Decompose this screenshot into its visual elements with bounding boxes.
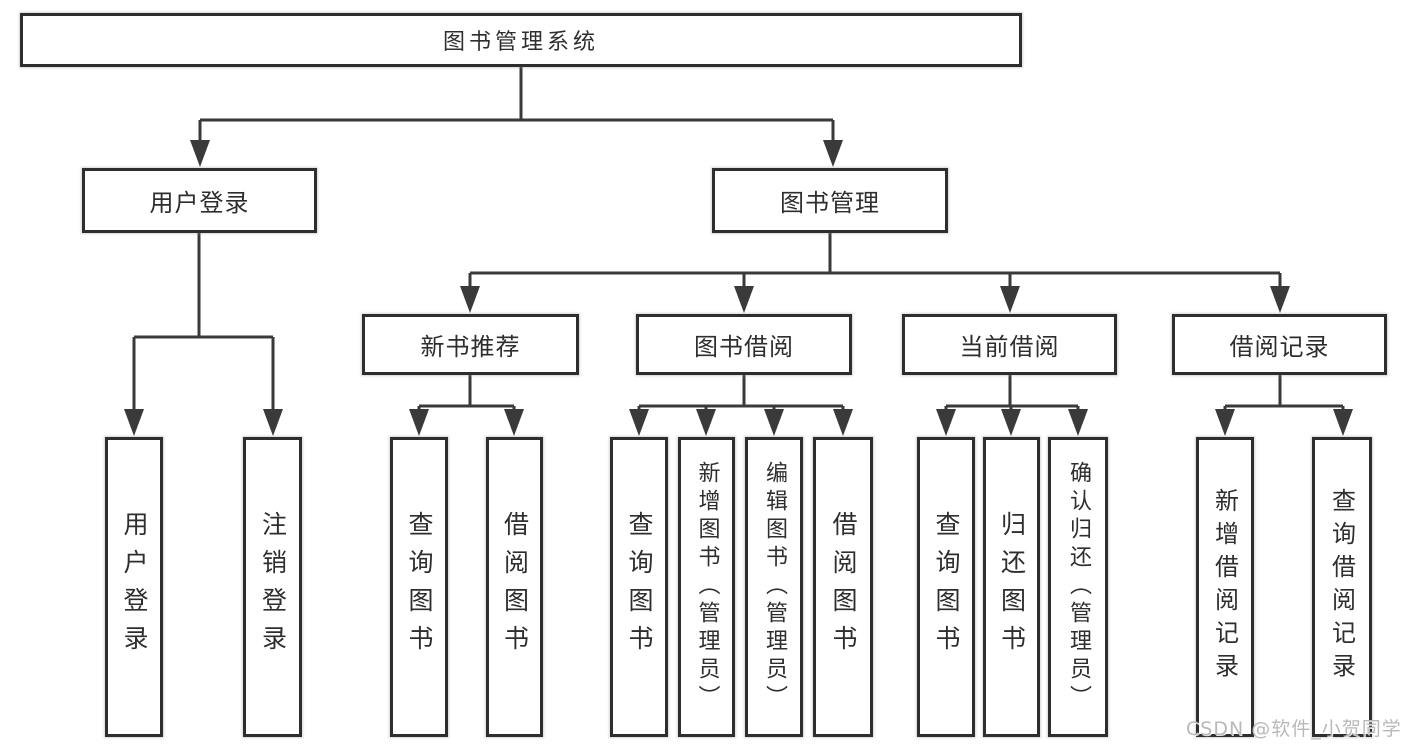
node-borrowing-records: 借阅记录 (1172, 314, 1387, 375)
leaf-borrow-books-borrowing: 借阅图书 (813, 437, 873, 737)
leaf-return-books: 归还图书 (983, 437, 1040, 737)
leaf-query-borrow-record-label: 查询借阅记录 (1327, 488, 1356, 686)
leaf-confirm-return-admin: 确认归还（管理员） (1048, 437, 1108, 737)
arrowheads (124, 140, 1353, 436)
leaf-add-books-admin: 新增图书（管理员） (678, 437, 735, 737)
leaf-add-borrow-record: 新增借阅记录 (1196, 437, 1254, 737)
leaf-borrow-books-recommend: 借阅图书 (486, 437, 543, 737)
node-system-root-label: 图书管理系统 (442, 30, 599, 55)
leaf-add-borrow-record-label: 新增借阅记录 (1210, 488, 1239, 686)
node-book-management-label: 图书管理 (780, 189, 880, 217)
connector-paths (132, 67, 1345, 431)
leaf-user-login: 用户登录 (105, 437, 163, 737)
leaf-query-borrow-record: 查询借阅记录 (1312, 437, 1372, 737)
node-current-borrowing: 当前借阅 (902, 314, 1117, 375)
leaf-return-books-label: 归还图书 (997, 511, 1027, 663)
leaf-edit-books-admin: 编辑图书（管理员） (745, 437, 803, 737)
node-user-login-label: 用户登录 (149, 189, 250, 217)
leaf-borrow-books-borrowing-label: 借阅图书 (829, 511, 858, 663)
node-user-login: 用户登录 (82, 168, 317, 233)
node-book-management: 图书管理 (712, 168, 948, 233)
leaf-query-books-recommend: 查询图书 (390, 437, 448, 737)
leaf-logout: 注销登录 (243, 437, 302, 737)
leaf-query-books-current: 查询图书 (917, 437, 975, 737)
leaf-logout-label: 注销登录 (258, 511, 288, 663)
leaf-query-books-recommend-label: 查询图书 (405, 511, 434, 663)
node-book-borrowing-label: 图书借阅 (694, 333, 794, 361)
node-borrowing-records-label: 借阅记录 (1229, 333, 1330, 361)
node-new-book-recommend: 新书推荐 (362, 314, 579, 375)
node-book-borrowing: 图书借阅 (636, 314, 852, 375)
leaf-query-books-current-label: 查询图书 (932, 511, 961, 663)
leaf-confirm-return-admin-label: 确认归还（管理员） (1066, 461, 1091, 713)
csdn-watermark: CSDN @软件_小贺同学 (1186, 718, 1402, 740)
leaf-user-login-label: 用户登录 (120, 511, 149, 663)
leaf-add-books-admin-label: 新增图书（管理员） (694, 461, 720, 713)
leaf-query-books-borrowing-label: 查询图书 (625, 511, 654, 663)
leaf-edit-books-admin-label: 编辑图书（管理员） (762, 461, 787, 713)
node-system-root: 图书管理系统 (20, 13, 1022, 67)
node-current-borrowing-label: 当前借阅 (959, 333, 1060, 361)
leaf-query-books-borrowing: 查询图书 (610, 437, 668, 737)
node-new-book-recommend-label: 新书推荐 (420, 333, 521, 361)
leaf-borrow-books-recommend-label: 借阅图书 (500, 511, 530, 663)
